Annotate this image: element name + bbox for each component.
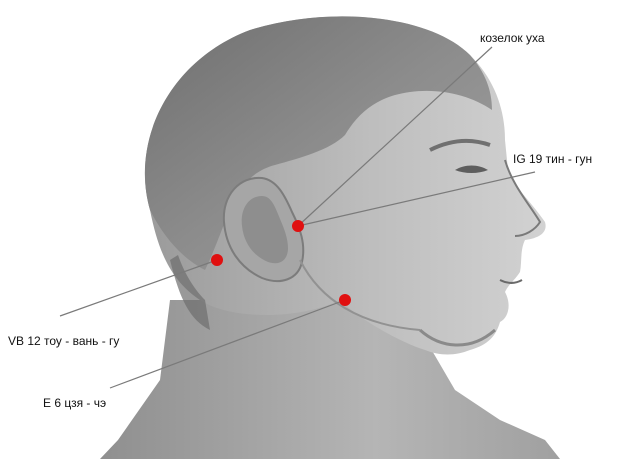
- label-e6: E 6 цзя - чэ: [43, 396, 106, 410]
- label-vb12: VB 12 тоу - вань - гу: [8, 334, 119, 348]
- point-e6[interactable]: [339, 294, 351, 306]
- label-ig19: IG 19 тин - гун: [513, 152, 592, 166]
- point-vb12[interactable]: [211, 254, 223, 266]
- point-ig19-tragus[interactable]: [292, 220, 304, 232]
- label-tragus: козелок уха: [480, 31, 545, 45]
